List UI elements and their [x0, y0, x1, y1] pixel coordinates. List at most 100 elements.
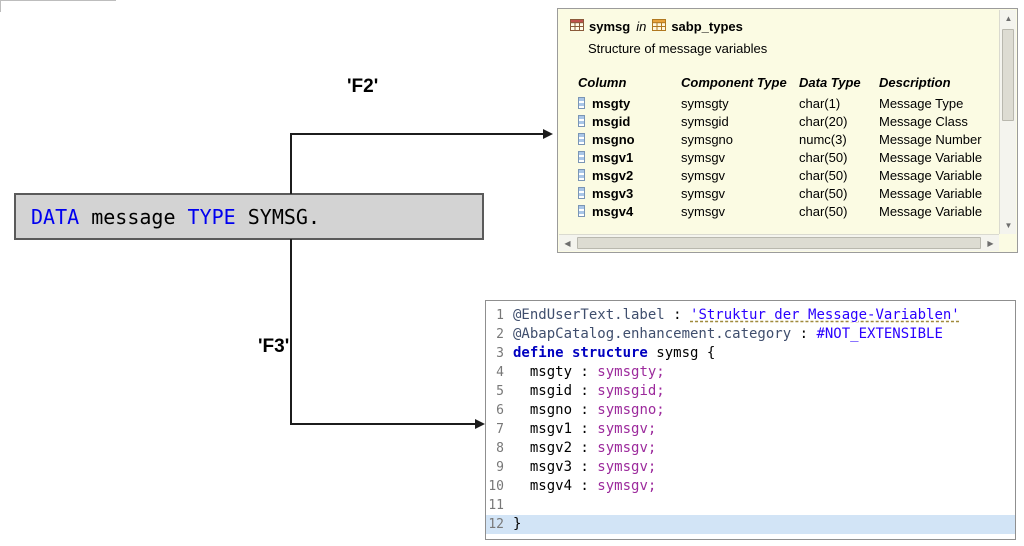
keyword-data: DATA: [31, 204, 80, 229]
symsg-element-info-tooltip: symsg in sabp_types Structure of message…: [557, 8, 1018, 253]
scroll-up-icon[interactable]: ▲: [1004, 14, 1013, 23]
table-row: msgid symsgid char(20) Message Class: [578, 112, 993, 130]
component-icon: [578, 133, 585, 145]
code-text: @AbapCatalog.enhancement.category : #NOT…: [513, 326, 943, 342]
header-component-type: Component Type: [681, 74, 787, 90]
cell-data-type: char(50): [799, 149, 848, 165]
component-icon: [578, 151, 585, 163]
cell-component-type: symsgid: [681, 113, 729, 129]
cell-data-type: char(20): [799, 113, 848, 129]
cell-component-type: symsgno: [681, 131, 734, 147]
cell-description: Message Class: [879, 113, 968, 129]
line-number: 11: [488, 498, 504, 513]
f2-arrowhead-icon: [543, 129, 553, 139]
scroll-down-icon[interactable]: ▼: [1004, 221, 1013, 230]
scroll-right-icon[interactable]: ▶: [987, 239, 994, 248]
line-number: 6: [496, 403, 504, 418]
code-line: 4 msgty : symsgty;: [486, 363, 1015, 382]
table-row: msgv3 symsgv char(50) Message Variable: [578, 184, 993, 202]
declaration-text: message: [79, 204, 188, 229]
header-data-type: Data Type: [799, 74, 861, 90]
code-text: msgty : symsgty;: [513, 364, 665, 380]
line-number: 1: [496, 308, 504, 323]
line-number: 2: [496, 327, 504, 342]
declaration-type-name: SYMSG.: [235, 204, 321, 229]
frame-corner: [0, 0, 116, 12]
component-icon: [578, 115, 585, 127]
line-number: 12: [488, 517, 504, 532]
code-text: msgv2 : symsgv;: [513, 440, 657, 456]
type-group-name-link[interactable]: sabp_types: [671, 19, 743, 34]
vertical-scroll-thumb[interactable]: [1002, 29, 1014, 121]
abap-declaration-box: DATA message TYPE SYMSG.: [14, 193, 484, 240]
line-number: 10: [488, 479, 504, 494]
cell-component-type: symsgv: [681, 167, 726, 183]
structure-description: Structure of message variables: [588, 41, 768, 56]
cell-column: msgv2: [592, 167, 634, 183]
code-line: 5 msgid : symsgid;: [486, 382, 1015, 401]
code-line-current: 12 }: [486, 515, 1015, 534]
structure-icon: [570, 19, 584, 34]
f3-arrow-vertical-segment: [290, 239, 292, 425]
code-text: msgv1 : symsgv;: [513, 421, 657, 437]
tooltip-in-word: in: [636, 19, 647, 34]
keyword-type: TYPE: [187, 204, 236, 229]
tooltip-header: symsg in sabp_types: [570, 19, 1017, 34]
code-text: }: [513, 516, 522, 532]
cell-description: Message Variable: [879, 203, 983, 219]
code-line: 2 @AbapCatalog.enhancement.category : #N…: [486, 325, 1015, 344]
code-text: msgv3 : symsgv;: [513, 459, 657, 475]
table-row: msgty symsgty char(1) Message Type: [578, 94, 993, 112]
ddl-source-editor[interactable]: 1 @EndUserText.label : 'Struktur der Mes…: [485, 300, 1016, 540]
header-column: Column: [578, 74, 627, 90]
line-number: 9: [496, 460, 504, 475]
line-number: 7: [496, 422, 504, 437]
table-header-row: Column Component Type Data Type Descript…: [578, 73, 993, 91]
table-row: msgno symsgno numc(3) Message Number: [578, 130, 993, 148]
code-line: 1 @EndUserText.label : 'Struktur der Mes…: [486, 306, 1015, 325]
cell-data-type: char(50): [799, 167, 848, 183]
line-number: 5: [496, 384, 504, 399]
f3-arrowhead-icon: [475, 419, 485, 429]
code-text: msgv4 : symsgv;: [513, 478, 657, 494]
component-icon: [578, 97, 585, 109]
horizontal-scroll-thumb[interactable]: [577, 237, 981, 249]
cell-column: msgv4: [592, 203, 634, 219]
cell-column: msgv3: [592, 185, 634, 201]
horizontal-scrollbar[interactable]: ◀ ▶: [559, 234, 999, 251]
f2-arrow-horizontal-segment: [290, 133, 543, 135]
cell-data-type: numc(3): [799, 131, 847, 147]
type-group-table-icon: [652, 19, 667, 34]
cell-component-type: symsgty: [681, 95, 729, 111]
table-row: msgv2 symsgv char(50) Message Variable: [578, 166, 993, 184]
code-line: 6 msgno : symsgno;: [486, 401, 1015, 420]
components-table: Column Component Type Data Type Descript…: [558, 73, 1017, 220]
code-line: 11: [486, 496, 1015, 515]
component-icon: [578, 169, 585, 181]
cell-column: msgty: [592, 95, 631, 111]
f3-key-label: 'F3': [258, 336, 290, 357]
cell-description: Message Variable: [879, 167, 983, 183]
f3-arrow-horizontal-segment: [290, 423, 475, 425]
cell-description: Message Variable: [879, 149, 983, 165]
cell-data-type: char(50): [799, 185, 848, 201]
line-number: 3: [496, 346, 504, 361]
cell-component-type: symsgv: [681, 203, 726, 219]
header-description: Description: [879, 74, 951, 90]
table-row: msgv4 symsgv char(50) Message Variable: [578, 202, 993, 220]
f2-key-label: 'F2': [347, 76, 379, 97]
cell-column: msgno: [592, 131, 635, 147]
scroll-left-icon[interactable]: ◀: [564, 239, 571, 248]
code-text: msgno : symsgno;: [513, 402, 665, 418]
code-text: define structure symsg {: [513, 345, 716, 361]
structure-name-link[interactable]: symsg: [589, 19, 631, 34]
cell-data-type: char(1): [799, 95, 841, 111]
code-line: 10 msgv4 : symsgv;: [486, 477, 1015, 496]
cell-data-type: char(50): [799, 203, 848, 219]
cell-column: msgv1: [592, 149, 634, 165]
component-icon: [578, 205, 585, 217]
code-text: msgid : symsgid;: [513, 383, 665, 399]
vertical-scrollbar[interactable]: ▲ ▼: [999, 10, 1016, 234]
f2-arrow-vertical-segment: [290, 133, 292, 194]
